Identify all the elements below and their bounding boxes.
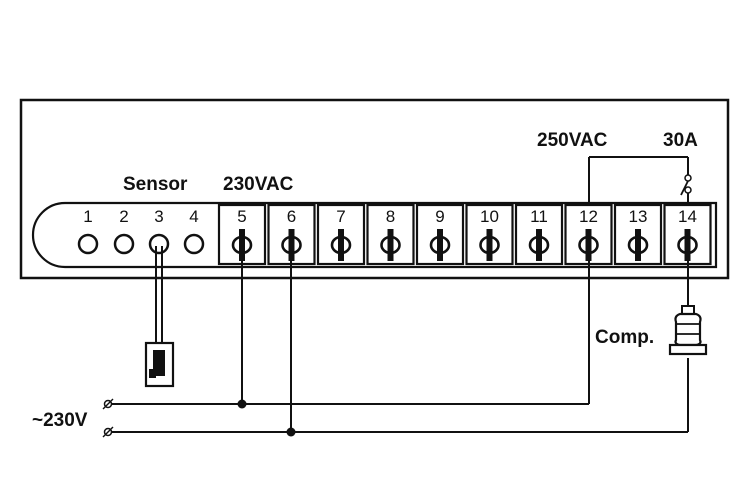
sensor-terminal-number: 3 xyxy=(154,207,163,226)
screw-terminal: 11 xyxy=(514,203,564,266)
screw-terminals: 5 6 7 8 9 10 11 12 13 14 xyxy=(217,203,712,266)
sensor-terminal-socket xyxy=(183,233,205,255)
sensor-probe xyxy=(144,246,175,388)
sensor-terminal-number: 4 xyxy=(189,207,198,226)
terminal-screw-head xyxy=(330,235,352,255)
relay-current-label: 30A xyxy=(663,130,698,151)
wire-junction xyxy=(237,399,247,409)
compressor-symbol xyxy=(668,305,708,356)
terminal-number: 7 xyxy=(336,207,345,226)
relay-wiring xyxy=(588,156,692,432)
terminal-strip-outline xyxy=(31,201,718,269)
sensor-terminal-socket xyxy=(77,233,99,255)
terminal-number: 13 xyxy=(629,207,648,226)
relay-voltage-label: 250VAC xyxy=(537,130,608,151)
terminal-screw-head xyxy=(479,235,500,255)
screw-terminal: 7 xyxy=(316,203,366,266)
terminal-number: 8 xyxy=(386,207,395,226)
sensor-terminal-number: 2 xyxy=(119,207,128,226)
relay-switch-blade xyxy=(680,180,689,196)
sensor-terminal-socket xyxy=(113,233,135,255)
terminal-number: 14 xyxy=(678,207,697,226)
screw-terminal: 13 xyxy=(613,203,663,266)
compressor-label: Comp. xyxy=(595,327,654,348)
supply-wiring xyxy=(102,246,688,438)
terminal-screw-head xyxy=(627,235,649,255)
relay-contact xyxy=(684,186,692,194)
screw-terminal: 9 xyxy=(415,203,465,266)
sensor-terminal-number: 1 xyxy=(83,207,92,226)
sensor-label: Sensor xyxy=(123,174,188,195)
sensor-terminals: 1 2 3 4 xyxy=(77,207,205,255)
terminal-number: 9 xyxy=(435,207,444,226)
terminal-number: 10 xyxy=(480,207,499,226)
terminal-number: 5 xyxy=(237,207,246,226)
terminal-number: 6 xyxy=(287,207,296,226)
terminal-screw-head xyxy=(380,235,401,255)
mains-voltage-label: ~230V xyxy=(32,410,88,431)
supply-voltage-label: 230VAC xyxy=(223,174,294,195)
wire-junction xyxy=(286,427,296,437)
terminal-number: 11 xyxy=(530,207,548,226)
screw-terminal: 8 xyxy=(366,203,415,266)
screw-terminal: 10 xyxy=(465,203,514,266)
controller-housing xyxy=(19,98,730,280)
terminal-screw-head xyxy=(429,235,451,255)
relay-contact xyxy=(684,174,692,182)
sensor-terminal-socket xyxy=(148,233,170,255)
terminal-screw-head xyxy=(528,235,550,255)
terminal-number: 12 xyxy=(579,207,598,226)
